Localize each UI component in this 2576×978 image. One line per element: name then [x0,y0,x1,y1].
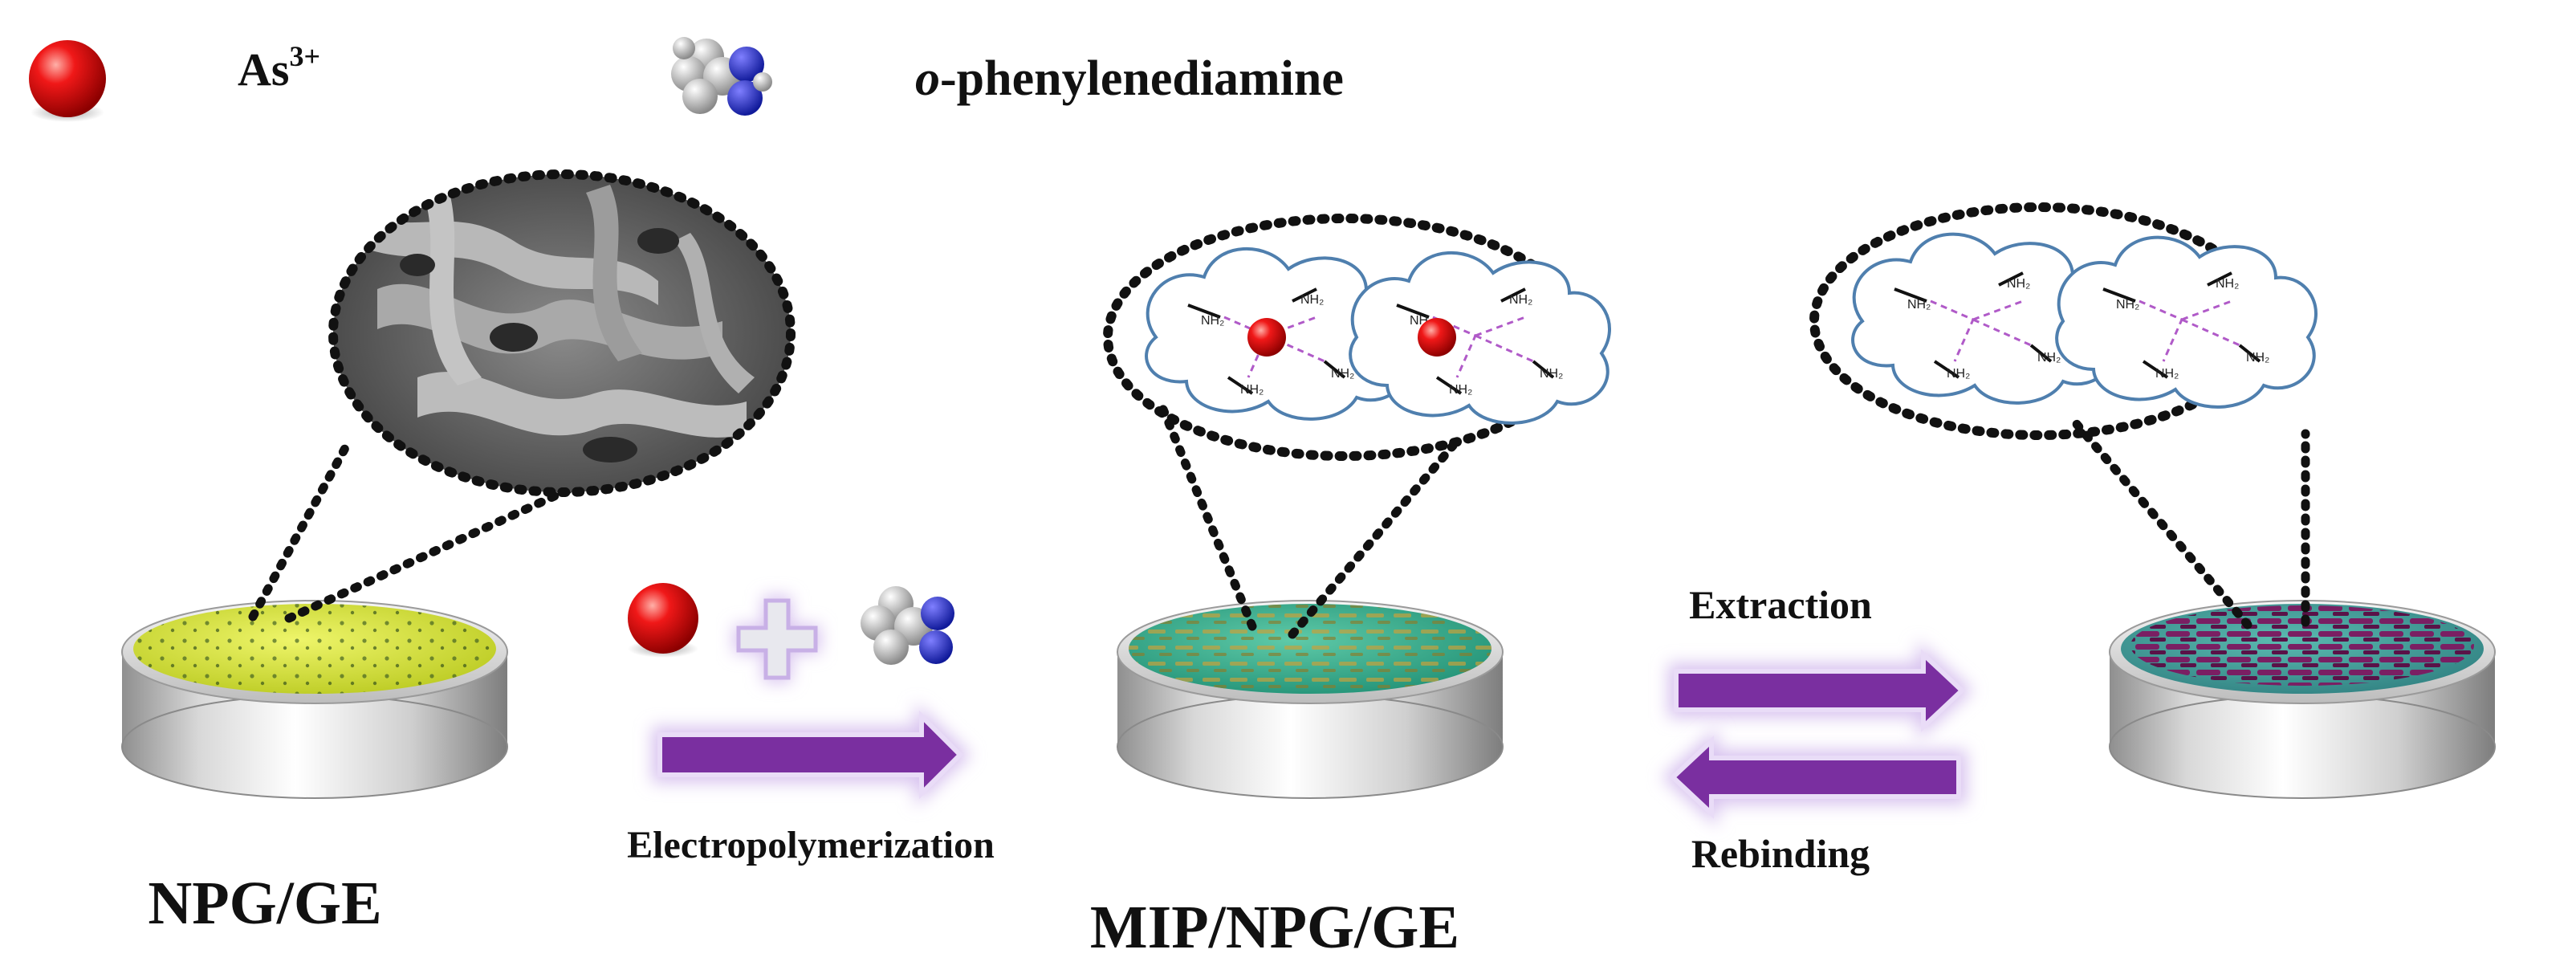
svg-text:NH₂: NH₂ [1509,293,1532,307]
electropolymerization-arrow-icon [652,703,971,807]
svg-text:NH₂: NH₂ [1201,314,1224,328]
legend-arsenic-ion-icon [29,40,106,122]
empty-polymer-cloud [1851,232,2318,409]
amine-labels: NH₂ NH₂ NH₂ NH₂ NH₂ NH₂ NH₂ NH₂ [1201,293,1563,397]
template-arsenic-ions [1247,318,1456,357]
svg-text:NH₂: NH₂ [1300,293,1324,307]
electrode-npg-ge [121,600,508,799]
polymer-cloud [1145,247,1611,425]
opd-molecule-icon [861,586,954,665]
svg-text:NH₂: NH₂ [2037,351,2061,365]
svg-text:NH₂: NH₂ [1947,367,1970,381]
svg-text:NH₂: NH₂ [2246,351,2269,365]
electrode-mip-npg-ge [1117,600,1504,799]
rebinding-arrow-icon [1662,727,1967,827]
electropolymerization-label: Electropolymerization [627,824,995,866]
extraction-label: Extraction [1689,582,1872,627]
electropolymerization-step: Electropolymerization [627,583,995,866]
svg-text:NH₂: NH₂ [2216,277,2239,291]
empty-amine-labels: NH₂ NH₂ NH₂ NH₂ NH₂ NH₂ NH₂ NH₂ [1907,277,2269,381]
svg-text:NH₂: NH₂ [2116,298,2139,312]
legend-arsenic-label: As3+ [238,40,320,96]
electrode-extracted-mip [2109,600,2496,799]
svg-text:NH₂: NH₂ [1240,383,1264,397]
mip-template-bubble: NH₂ NH₂ NH₂ NH₂ NH₂ NH₂ NH₂ NH₂ [1103,214,1611,639]
svg-text:NH₂: NH₂ [1540,367,1563,381]
npg-ge-label: NPG/GE [148,870,381,937]
svg-text:NH₂: NH₂ [1331,367,1354,381]
svg-text:NH₂: NH₂ [1449,383,1472,397]
polymer-chains [1187,287,1555,395]
empty-polymer-chains [1894,271,2261,379]
legend-opd-molecule-icon [671,37,772,116]
svg-text:NH₂: NH₂ [2007,277,2030,291]
mip-npg-ge-label: MIP/NPG/GE [1090,894,1459,961]
legend-opd-label: o-phenylenediamine [915,51,1344,106]
arsenic-ion-icon [628,583,698,658]
svg-text:NH₂: NH₂ [1907,298,1931,312]
imprinted-cavity-surface [2130,605,2474,686]
sem-image-bubble [248,169,796,623]
empty-hydrogen-bond-lines [1930,300,2240,362]
extraction-arrow-icon [1668,641,1973,740]
plus-icon [734,596,820,683]
extraction-rebinding-step: Extraction Rebinding [1662,582,1973,876]
empty-cavity-bubble: NH₂ NH₂ NH₂ NH₂ NH₂ NH₂ NH₂ NH₂ [1809,202,2318,630]
svg-text:NH₂: NH₂ [2155,367,2179,381]
sem-micrograph [333,174,791,492]
legend: As3+ o-phenylenediamine [29,37,1344,122]
rebinding-label: Rebinding [1691,831,1870,876]
